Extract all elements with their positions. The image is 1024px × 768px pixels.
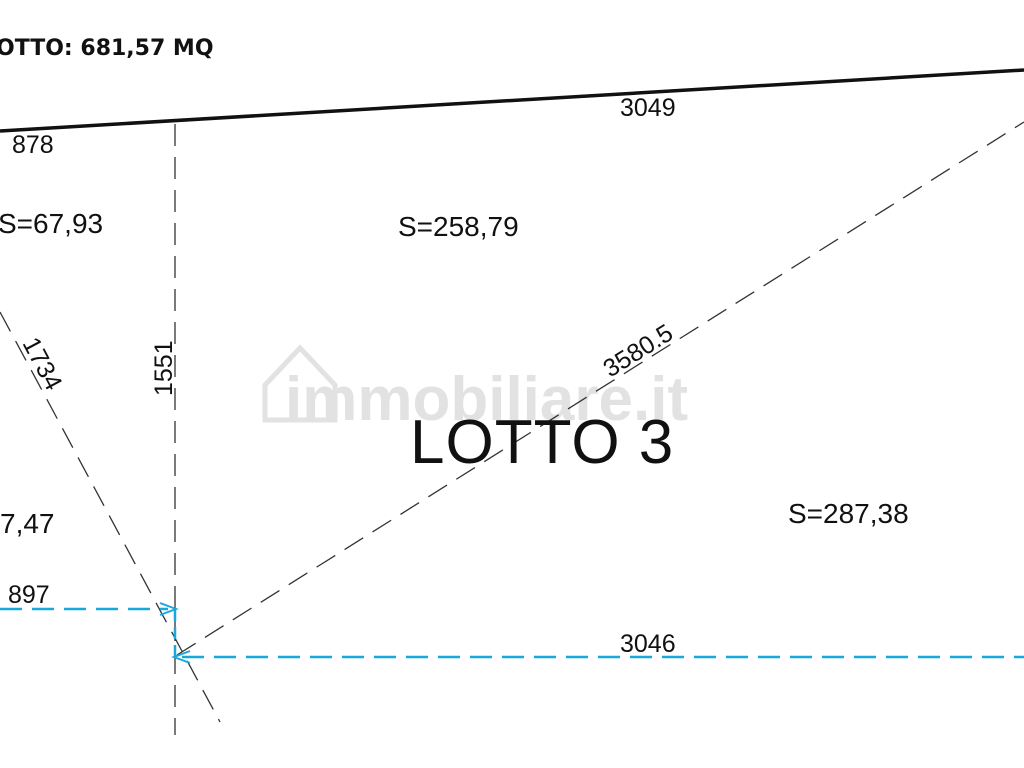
diagonal-dashed-line-main [176,121,1024,656]
watermark-text: immobiliare.it [285,365,688,434]
house-icon [262,344,338,423]
area-left-lower: 7,47 [0,508,55,539]
dim-bottom: 3046 [620,630,676,658]
area-left-upper: S=67,93 [0,208,103,239]
diagonal-dashed-line-left [0,311,221,723]
total-area-title: OTTO: 681,57 MQ [0,36,214,61]
dim-top-left: 878 [12,131,54,159]
area-lower: S=287,38 [788,498,909,529]
watermark: immobiliare.it [262,344,688,434]
dimension-line-bottom [171,650,1024,664]
area-upper: S=258,79 [398,211,519,242]
dim-top-edge: 3049 [620,94,676,122]
top-boundary-line [0,68,1024,133]
dim-bottom-left: 897 [8,581,50,609]
lot-label: LOTTO 3 [410,408,674,477]
dim-vertical: 1551 [150,340,178,396]
dim-diagonal-left: 1734 [17,333,68,395]
